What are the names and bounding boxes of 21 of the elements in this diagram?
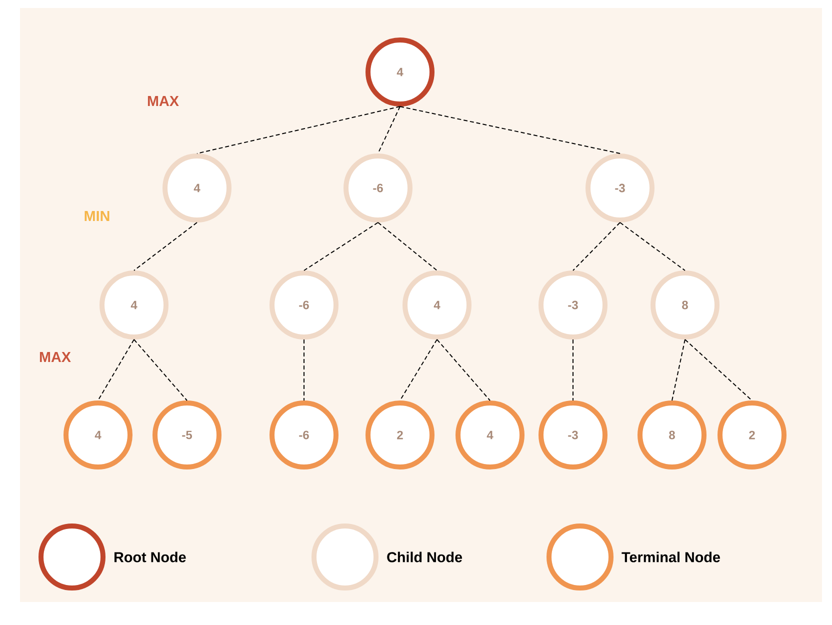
dashed-line [134,339,188,401]
dashed-line [378,222,438,271]
level-label: MAX [148,96,179,106]
legend-text: Child Node [387,552,462,562]
level-label: MAX [40,352,71,362]
dashed-line [572,222,620,271]
dashed-line [684,339,752,401]
dashed-line [134,222,198,271]
legend-text: Root Node [114,552,186,562]
dashed-line [572,339,574,401]
dashed-line [98,339,134,401]
dashed-line [436,339,490,401]
dashed-line [378,106,400,154]
dashed-line [400,106,620,154]
dashed-line [196,106,400,154]
level-label: MIN [84,211,110,221]
dashed-line [400,339,438,401]
dashed-line [304,222,378,271]
legend-text: Terminal Node [622,552,720,562]
dashed-line [672,339,686,401]
dashed-line [620,222,686,271]
